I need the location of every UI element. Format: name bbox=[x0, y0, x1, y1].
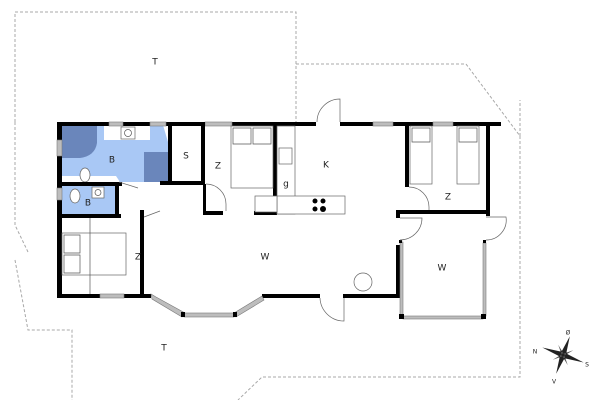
kitchen-exterior-door bbox=[316, 98, 341, 123]
living-east-door bbox=[399, 217, 423, 241]
room-label-bathroom-small: B bbox=[85, 199, 91, 209]
room-label-kitchen-g: g bbox=[283, 180, 289, 190]
bath-door bbox=[118, 181, 139, 189]
toilet-main bbox=[79, 167, 91, 183]
bedroom-west-door bbox=[143, 210, 161, 218]
beds bbox=[61, 125, 480, 294]
bathroom-fixtures bbox=[69, 126, 136, 204]
wall-corners bbox=[181, 240, 486, 319]
compass-north: N bbox=[533, 349, 538, 356]
room-labels: T T B B S Z K g Z Z W W bbox=[85, 58, 451, 354]
room-label-kitchen: K bbox=[323, 161, 330, 171]
bedroom-center-door bbox=[205, 183, 227, 211]
single-bed-east-1 bbox=[409, 125, 433, 185]
room-label-bedroom-center: Z bbox=[215, 162, 221, 172]
shower-square bbox=[144, 152, 168, 182]
compass-east: Ø bbox=[566, 330, 571, 337]
single-bed-east-2 bbox=[456, 125, 480, 185]
terrace-boundary bbox=[14, 11, 521, 400]
room-label-living-east: W bbox=[438, 264, 447, 274]
interior-walls bbox=[57, 122, 490, 298]
room-label-storage: S bbox=[183, 152, 189, 162]
compass-west: V bbox=[552, 379, 557, 386]
room-label-bedroom-east: Z bbox=[445, 193, 451, 203]
round-table bbox=[353, 272, 373, 292]
room-label-terrace-north: T bbox=[151, 58, 158, 68]
doors bbox=[118, 98, 507, 322]
compass-rose: N Ø S V bbox=[533, 330, 589, 386]
windows bbox=[56, 121, 487, 320]
double-bed-center bbox=[230, 125, 274, 189]
garden-door bbox=[485, 216, 507, 241]
shower-corner bbox=[60, 125, 97, 158]
room-label-terrace-south: T bbox=[160, 344, 167, 354]
sink-main bbox=[120, 126, 136, 140]
bedroom-east-door bbox=[408, 186, 430, 210]
compass-icon bbox=[542, 336, 584, 374]
room-label-bathroom-main: B bbox=[109, 156, 115, 166]
room-label-living-main: W bbox=[261, 253, 270, 263]
sink-small bbox=[91, 186, 105, 199]
bathroom-area bbox=[60, 125, 168, 215]
room-label-bedroom-west: Z bbox=[135, 253, 141, 263]
terrace-door bbox=[319, 297, 345, 322]
kitchen-counters bbox=[254, 125, 346, 215]
double-bed-west bbox=[61, 232, 127, 276]
compass-south: S bbox=[585, 362, 589, 369]
toilet-small bbox=[69, 188, 81, 204]
kitchen-sink bbox=[278, 147, 293, 165]
